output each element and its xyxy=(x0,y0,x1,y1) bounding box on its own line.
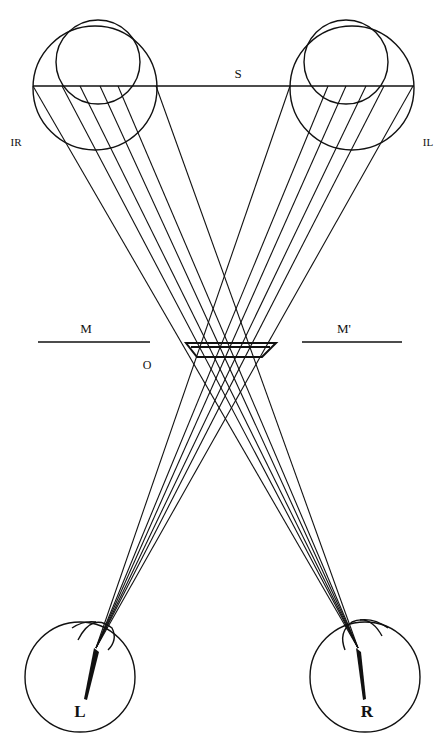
right-eye-ray-cone xyxy=(356,648,366,700)
image-label: IR xyxy=(9,136,24,148)
light-ray xyxy=(96,86,413,648)
mirror-label: M' xyxy=(335,322,353,336)
left-eye-ray-cone xyxy=(84,648,99,700)
eye-label: L xyxy=(72,703,87,722)
left-eye xyxy=(25,622,135,732)
right-eye xyxy=(310,622,420,732)
light-ray xyxy=(96,86,384,648)
left-image-inner-circle xyxy=(304,20,388,104)
right-eyelid xyxy=(360,620,388,628)
light-ray xyxy=(62,86,358,648)
plane-label: S xyxy=(232,67,243,81)
light-ray xyxy=(96,86,366,648)
mirror-label: M xyxy=(78,322,94,336)
light-ray xyxy=(80,86,358,648)
mirror-left xyxy=(38,341,150,342)
light-ray xyxy=(118,86,358,648)
right-image-inner-circle xyxy=(56,20,140,104)
light-ray xyxy=(96,86,290,648)
left-eyelid xyxy=(72,622,96,628)
light-ray xyxy=(156,86,358,648)
right-cornea xyxy=(343,620,382,650)
right-image-disc xyxy=(33,26,157,150)
light-ray xyxy=(96,86,346,648)
image-label: IL xyxy=(421,136,435,148)
light-ray xyxy=(100,86,358,648)
light-ray xyxy=(96,86,328,648)
mirror-right xyxy=(302,341,402,342)
light-ray xyxy=(33,86,358,648)
image-plane-line xyxy=(33,85,414,86)
left-image-disc xyxy=(290,26,414,150)
point-label: O xyxy=(141,359,154,372)
eye-label: R xyxy=(359,703,375,722)
